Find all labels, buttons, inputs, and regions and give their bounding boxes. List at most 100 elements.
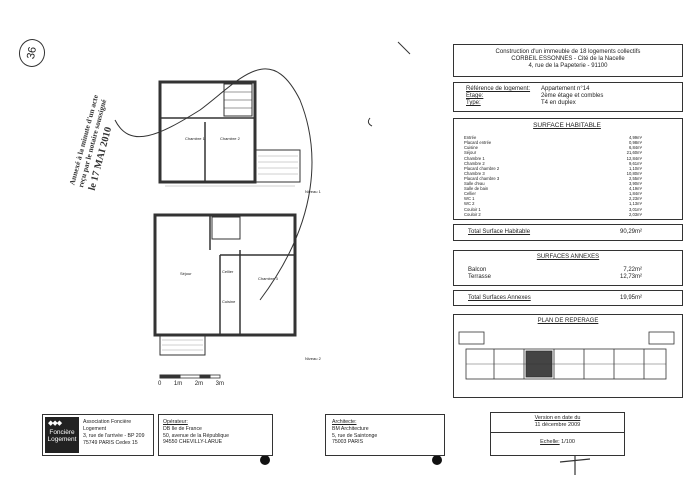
operator-address: 50, avenue de la République [163,432,230,439]
total-habitable-box: Total Surface Habitable 90,29m² [453,224,683,241]
total-value: 90,29m² [619,229,642,235]
room-area: 21,60m² [626,150,642,156]
room-name: Couloir 2 [464,211,481,217]
room-area: 2,03m² [628,211,642,217]
signature-scribble [114,68,313,301]
room-name: Couloir 1 [464,206,481,212]
room-row: Placard entrée 0,98m² [464,140,642,145]
room-name: Chambre 3 [464,170,485,176]
floor-value: 2ème étage et combles [541,93,604,100]
room-name: Placard chambre 3 [464,175,500,181]
room-area: 2,23m² [628,196,642,202]
room-area: 6,84m² [628,145,642,151]
room-area: 4,99m² [628,135,642,141]
room-area: 9,61m² [628,160,642,166]
lower-level-walls [153,213,297,337]
room-label: Chambre 3 [258,276,278,281]
room-label: Cuisine [222,299,236,304]
room-area: 10,80m² [626,170,642,176]
room-name: Entrée [464,135,477,141]
room-row: Salle d'eau 3,90m² [464,181,642,186]
room-name: Cuisine [464,145,478,151]
room-row: Couloir 1 3,01m² [464,207,642,212]
section-title: SURFACE HABITABLE [533,122,601,129]
room-area: 0,98m² [628,140,642,146]
room-area: 1,13m² [628,201,642,207]
type-value: T4 en duplex [541,100,576,107]
scale-tick: 3m [215,381,224,387]
section-title: SURFACES ANNEXES [536,254,600,260]
type-label: Type: [466,100,481,107]
terrace [254,149,301,183]
room-area: 1,10m² [628,165,642,171]
scale-value: 1/100 [561,439,575,445]
room-name: Salle d'eau [464,181,485,187]
total-value: 19,95m² [619,295,642,301]
room-row: WC 2 1,13m² [464,201,642,206]
reference-box: Référence de logement: Appartement n°14 E… [453,82,683,112]
architect-name: BM Architecture [332,425,369,432]
scale-labels: 0 1m 2m 3m [158,381,224,388]
punch-hole [260,455,270,465]
room-area: 1,84m² [628,191,642,197]
room-name: Salle de bain [464,186,489,192]
room-area: 2,55m² [628,175,642,181]
room-area: 3,01m² [628,206,642,212]
room-row: Placard chambre 3 2,55m² [464,176,642,181]
total-label: Total Surface Habitable [468,229,531,235]
project-site: CORBEIL ESSONNES - Cité de la Nacelle [511,56,625,63]
scale-tick: 1m [173,381,183,387]
punch-hole [432,455,442,465]
operator-name: DB Ile de France [163,425,202,432]
annex-area: 7,22m² [623,267,642,274]
room-name: Placard entrée [464,140,492,146]
room-name: Placard chambre 2 [464,165,500,171]
floor-label: Etage: [466,93,484,100]
room-label: Chambre 2 [220,136,240,141]
plan-reperage-box: PLAN DE REPERAGE [453,314,683,398]
room-name: WC 2 [464,201,475,207]
room-row: Entrée 4,99m² [464,135,642,140]
scale-tick: 0 [158,381,162,387]
footer-operator: Opérateur: DB Ile de France 50, avenue d… [158,414,273,456]
room-row: Chambre 3 10,80m² [464,171,642,176]
room-name: Cellier [464,191,476,197]
upper-level-walls [158,80,257,184]
version-date: 11 décembre 2009 [534,422,581,429]
room-row: Séjour 21,60m² [464,150,642,155]
footer-architect: Architecte: BM Architecture 5, rue de Sa… [325,414,445,456]
scale-tick: 2m [194,381,204,387]
room-name: Chambre 1 [464,155,485,161]
level-label: Niveau 1 [305,189,321,194]
architect-city: 75003 PARIS [332,439,364,446]
owner-city: 75749 PARIS Cedex 15 [83,440,138,446]
room-row: Cuisine 6,84m² [464,145,642,150]
site-plan-drawing [458,331,675,380]
diamond-icon: ◆◆◆ [48,420,62,427]
balcony [159,334,206,356]
room-row: Couloir 2 2,03m² [464,212,642,217]
owner-address: 3, rue de l'arrivée - BP 209 [83,433,145,439]
operator-label: Opérateur: [163,419,188,425]
room-label: Chambre 1 [185,136,205,141]
room-name: Chambre 2 [464,160,485,166]
project-address: 4, rue de la Papeterie - 91100 [528,63,608,70]
reference-label: Référence de logement: [466,86,531,92]
room-name: Séjour [464,150,477,156]
level-label: Niveau 2 [305,356,321,361]
room-row: Cellier 1,84m² [464,191,642,196]
room-label: Cellier [222,269,234,274]
room-row: Placard chambre 2 1,10m² [464,166,642,171]
room-row: Salle de bain 4,19m² [464,186,642,191]
reference-value: Appartement n°14 [541,86,590,92]
room-area: 3,90m² [628,181,642,187]
room-area: 4,19m² [628,186,642,192]
